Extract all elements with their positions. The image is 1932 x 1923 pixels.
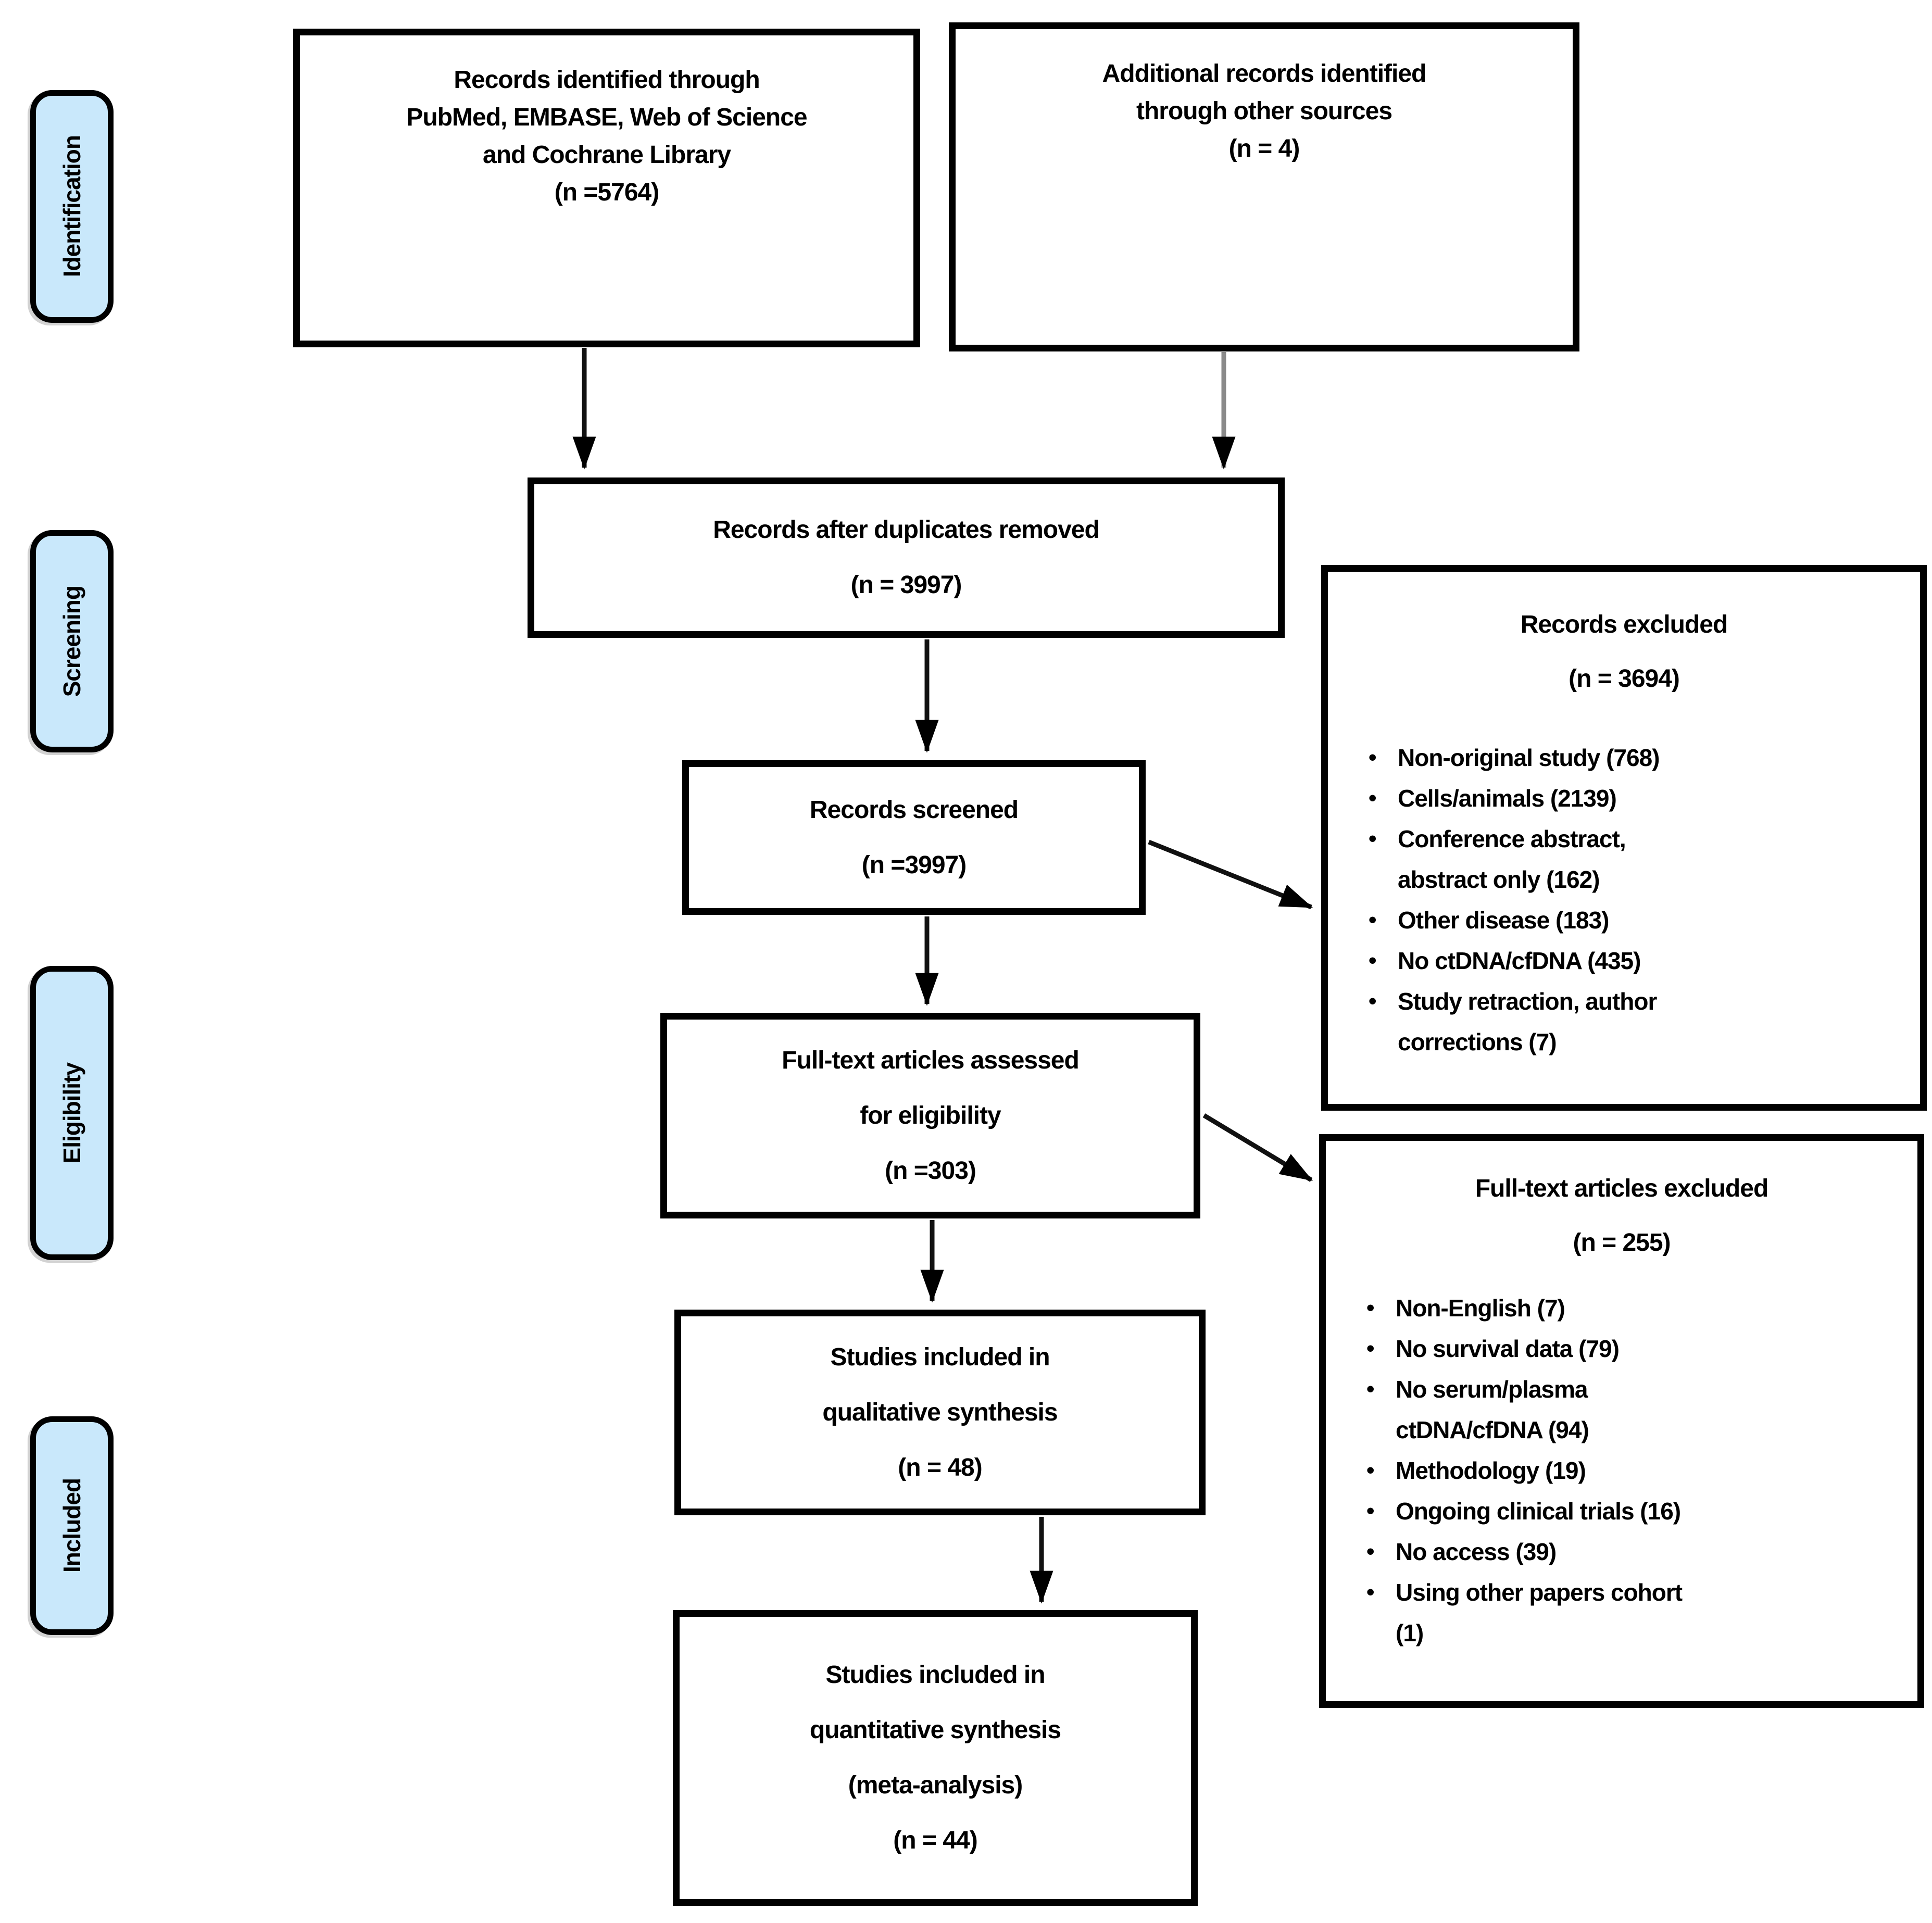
- arrow-fulltext-to-excluded: [1202, 1113, 1313, 1182]
- box-records-excluded: Records excluded (n = 3694) • Non-origin…: [1321, 565, 1927, 1111]
- stage-label-identification: Identification: [30, 90, 114, 323]
- exclusion-reason-text: No survival data (79): [1396, 1335, 1620, 1362]
- box-text-line: quantitative synthesis: [809, 1716, 1061, 1744]
- box-text-line: Records after duplicates removed: [713, 516, 1100, 544]
- box-text-line: Studies included in: [830, 1343, 1050, 1371]
- box-duplicates-removed: Records after duplicates removed (n = 39…: [528, 477, 1285, 638]
- box-count-line: (n =303): [885, 1157, 976, 1185]
- exclusion-reason: • No access (39): [1366, 1531, 1917, 1572]
- exclusion-reason: • Study retraction, author corrections (…: [1369, 981, 1920, 1062]
- exclusion-reason: • Non-original study (768): [1369, 737, 1920, 778]
- exclusion-reason-text: Ongoing clinical trials (16): [1396, 1498, 1681, 1525]
- exclusion-reason-text: Study retraction, author: [1398, 988, 1657, 1015]
- box-count-line: (n = 4): [1228, 135, 1300, 162]
- bullet-icon: •: [1366, 1295, 1374, 1321]
- box-text-line: PubMed, EMBASE, Web of Science: [406, 104, 807, 131]
- exclusion-reason: • Other disease (183): [1369, 900, 1920, 940]
- records-excluded-title: Records excluded (n = 3694): [1328, 598, 1920, 706]
- exclusion-reason: • Ongoing clinical trials (16): [1366, 1491, 1917, 1531]
- stage-label-screening-text: Screening: [58, 585, 85, 697]
- exclusion-reason: • No ctDNA/cfDNA (435): [1369, 940, 1920, 981]
- box-text-line: for eligibility: [860, 1101, 1001, 1129]
- bullet-icon: •: [1369, 907, 1376, 933]
- stage-label-identification-text: Identification: [58, 135, 85, 278]
- box-fulltext-assessed: Full-text articles assessed for eligibil…: [660, 1013, 1200, 1218]
- bullet-icon: •: [1366, 1376, 1374, 1402]
- exclusion-reason-text: No ctDNA/cfDNA (435): [1398, 947, 1641, 974]
- box-text-line: Records excluded: [1520, 611, 1728, 638]
- box-qualitative-synthesis: Studies included in qualitative synthesi…: [674, 1310, 1206, 1515]
- exclusion-reason-text: Non-English (7): [1396, 1294, 1565, 1322]
- box-count-line: (n = 3997): [850, 571, 962, 599]
- box-text-line: and Cochrane Library: [482, 141, 731, 169]
- box-records-screened: Records screened (n =3997): [682, 760, 1146, 915]
- exclusion-reason-text: corrections (7): [1398, 1028, 1557, 1055]
- arrow-screened-to-excluded: [1148, 839, 1313, 910]
- box-text-line: Studies included in: [825, 1661, 1045, 1689]
- exclusion-reason: • Methodology (19): [1366, 1450, 1917, 1491]
- exclusion-reason-text: abstract only (162): [1398, 866, 1600, 893]
- box-count-line: (n = 255): [1573, 1229, 1671, 1256]
- exclusion-reason: • Non-English (7): [1366, 1288, 1917, 1328]
- stage-label-screening: Screening: [30, 530, 114, 752]
- bullet-icon: •: [1369, 988, 1376, 1014]
- fulltext-excluded-reason-list: • Non-English (7) • No survival data (79…: [1326, 1288, 1917, 1653]
- bullet-icon: •: [1366, 1336, 1374, 1361]
- stage-label-included: Included: [30, 1416, 114, 1635]
- box-text-line: Additional records identified: [1102, 60, 1427, 87]
- exclusion-reason-text: Other disease (183): [1398, 907, 1609, 934]
- box-count-line: (n =5764): [554, 179, 659, 206]
- exclusion-reason-text: No access (39): [1396, 1538, 1557, 1565]
- bullet-icon: •: [1369, 826, 1376, 851]
- fulltext-excluded-title: Full-text articles excluded (n = 255): [1326, 1162, 1917, 1270]
- stage-label-eligibility-text: Eligibility: [58, 1062, 85, 1164]
- box-count-line: (n = 44): [893, 1827, 977, 1854]
- exclusion-reason-text: ctDNA/cfDNA (94): [1396, 1416, 1589, 1443]
- stage-label-included-text: Included: [58, 1478, 85, 1573]
- bullet-icon: •: [1369, 745, 1376, 770]
- exclusion-reason-text: Methodology (19): [1396, 1457, 1586, 1484]
- box-text-line: Records identified through: [454, 66, 760, 94]
- box-quantitative-synthesis: Studies included in quantitative synthes…: [673, 1610, 1198, 1906]
- box-additional-records: Additional records identified through ot…: [949, 22, 1579, 351]
- exclusion-reason-text: No serum/plasma: [1396, 1376, 1588, 1403]
- box-text-line: through other sources: [1136, 97, 1392, 125]
- box-records-identified: Records identified through PubMed, EMBAS…: [293, 29, 920, 347]
- box-count-line: (n =3997): [861, 851, 967, 879]
- box-count-line: (n = 3694): [1569, 665, 1680, 693]
- exclusion-reason-text: Using other papers cohort: [1396, 1579, 1683, 1606]
- exclusion-reason: • Cells/animals (2139): [1369, 778, 1920, 819]
- exclusion-reason-text: Conference abstract,: [1398, 825, 1626, 852]
- exclusion-reason-text: Non-original study (768): [1398, 744, 1660, 771]
- bullet-icon: •: [1366, 1457, 1374, 1483]
- box-text-line: qualitative synthesis: [822, 1398, 1058, 1426]
- exclusion-reason: • Conference abstract, abstract only (16…: [1369, 819, 1920, 900]
- bullet-icon: •: [1369, 785, 1376, 811]
- stage-label-eligibility: Eligibility: [30, 966, 114, 1260]
- exclusion-reason: • No serum/plasma ctDNA/cfDNA (94): [1366, 1369, 1917, 1450]
- exclusion-reason: • Using other papers cohort (1): [1366, 1572, 1917, 1653]
- box-text-line: Records screened: [809, 796, 1019, 824]
- bullet-icon: •: [1369, 948, 1376, 973]
- box-text-line: Full-text articles assessed: [782, 1046, 1080, 1074]
- box-fulltext-excluded: Full-text articles excluded (n = 255) • …: [1319, 1134, 1924, 1708]
- bullet-icon: •: [1366, 1579, 1374, 1605]
- box-text-line: (meta-analysis): [848, 1771, 1023, 1799]
- exclusion-reason-text: (1): [1396, 1619, 1424, 1647]
- box-count-line: (n = 48): [898, 1453, 982, 1481]
- bullet-icon: •: [1366, 1498, 1374, 1524]
- records-excluded-reason-list: • Non-original study (768) • Cells/anima…: [1328, 737, 1920, 1062]
- bullet-icon: •: [1366, 1539, 1374, 1564]
- exclusion-reason: • No survival data (79): [1366, 1328, 1917, 1369]
- box-text-line: Full-text articles excluded: [1475, 1175, 1769, 1202]
- exclusion-reason-text: Cells/animals (2139): [1398, 785, 1617, 812]
